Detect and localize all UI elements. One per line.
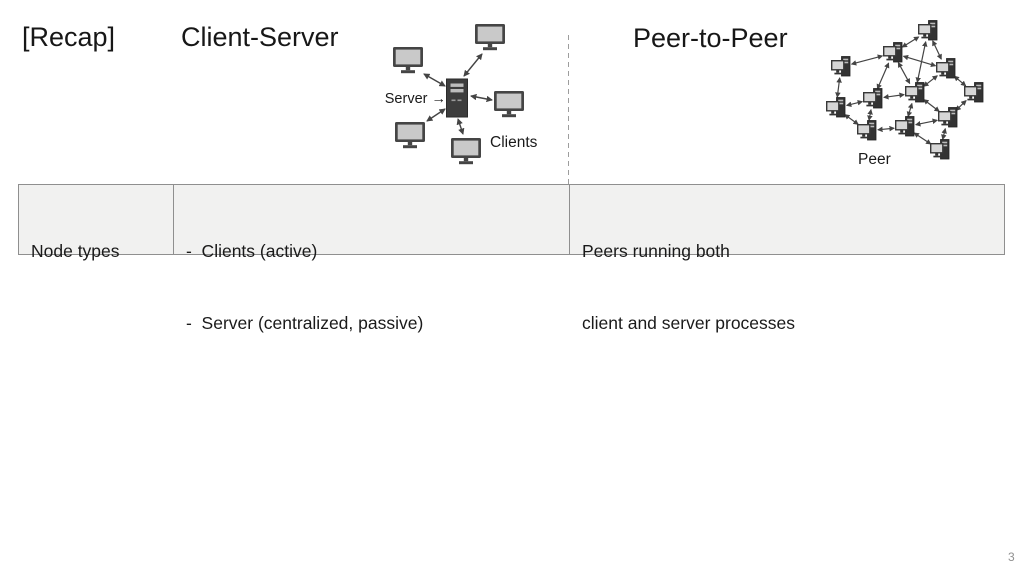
client-server-line: - Clients (active) xyxy=(186,241,318,261)
server-tower-icon xyxy=(446,78,468,118)
peer-computer-icon xyxy=(856,120,877,141)
peer-computer-icon xyxy=(904,82,925,103)
client-monitor-icon xyxy=(395,122,425,149)
peer-to-peer-line: client and server processes xyxy=(582,313,796,333)
peer-computer-icon xyxy=(935,58,956,79)
section-divider xyxy=(568,35,569,184)
client-monitor-icon xyxy=(475,24,505,51)
node-types-label: Node types xyxy=(31,241,120,261)
table-cell-peer-to-peer: Peers running both client and server pro… xyxy=(570,185,1004,333)
client-server-line: - Server (centralized, passive) xyxy=(186,313,424,333)
peer-computer-icon xyxy=(917,20,938,41)
peer-to-peer-line: Peers running both xyxy=(582,241,730,261)
peer-label: Peer xyxy=(858,151,891,168)
client-server-title: Client-Server xyxy=(181,22,339,52)
peer-computer-icon xyxy=(929,139,950,160)
client-server-arrows xyxy=(423,53,493,135)
client-monitor-icon xyxy=(451,138,481,165)
peer-to-peer-diagram: Peer xyxy=(825,20,984,168)
peer-connection-arrows xyxy=(835,36,967,145)
comparison-table: Node types - Clients (active) - Server (… xyxy=(18,184,1005,333)
server-label: Server → xyxy=(385,91,446,107)
peer-computer-icon xyxy=(830,56,851,77)
recap-label: [Recap] xyxy=(22,22,116,52)
table-cell-client-server: - Clients (active) - Server (centralized… xyxy=(174,185,570,333)
peer-computer-icon xyxy=(862,88,883,109)
client-monitor-icon xyxy=(393,47,423,74)
clients-label: Clients xyxy=(490,134,538,151)
peer-computer-icon xyxy=(963,82,984,103)
client-monitor-icon xyxy=(494,91,524,118)
client-server-diagram: Server → Clients xyxy=(385,24,538,165)
peer-to-peer-title: Peer-to-Peer xyxy=(633,23,788,53)
page-number: 3 xyxy=(1008,550,1015,564)
peer-computer-icon xyxy=(825,97,846,118)
peer-computer-icon xyxy=(937,107,958,128)
peer-computer-icon xyxy=(894,116,915,137)
peer-computer-icon xyxy=(882,42,903,63)
table-cell-node-types: Node types xyxy=(19,185,174,261)
